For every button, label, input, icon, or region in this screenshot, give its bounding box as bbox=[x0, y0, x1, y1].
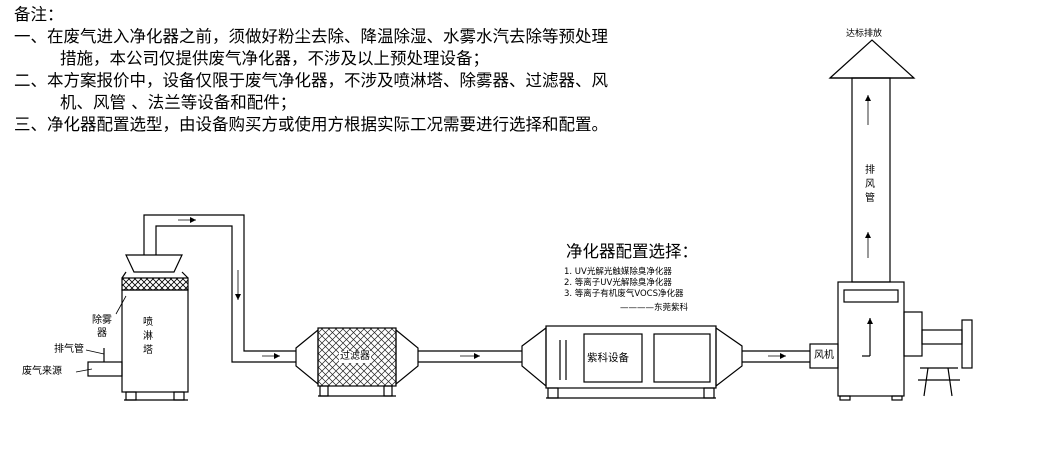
label-filter: 过滤器 bbox=[339, 351, 371, 363]
label-purifier: 紫科设备 bbox=[587, 352, 629, 364]
note-3-text-1: 净化器配置选型，由设备购买方或使用方根据实际工况需要进行选择和配置。 bbox=[47, 115, 608, 134]
pipe-filter-purifier bbox=[418, 350, 522, 363]
pipe-purifier-fan bbox=[742, 350, 810, 363]
exhaust-chimney bbox=[828, 39, 916, 283]
label-spray-tower: 喷淋塔 bbox=[143, 317, 153, 356]
note-1-line-1: 一、在废气进入净化器之前，须做好粉尘去除、降温除湿、水雾水汽去除等预处理 bbox=[14, 26, 608, 48]
note-1-text-1: 在废气进入净化器之前，须做好粉尘去除、降温除湿、水雾水汽去除等预处理 bbox=[47, 27, 608, 46]
note-2-line-1: 二、本方案报价中，设备仅限于废气净化器，不涉及喷淋塔、除雾器、过滤器、风 bbox=[14, 70, 608, 92]
purifier-unit bbox=[521, 325, 743, 399]
config-signature: ————东莞紫科 bbox=[620, 303, 689, 313]
label-emission: 达标排放 bbox=[846, 29, 883, 39]
config-option-2: 2. 等离子UV光解除臭净化器 bbox=[564, 278, 672, 288]
note-2-line-2: 机、风管 、法兰等设备和配件； bbox=[60, 93, 297, 112]
fan-unit bbox=[809, 281, 973, 401]
label-exhaust-pipe: 排气管 bbox=[54, 344, 84, 355]
notes-heading: 备注： bbox=[14, 5, 64, 24]
note-1-marker: 一、 bbox=[14, 27, 47, 46]
config-title: 净化器配置选择： bbox=[566, 242, 698, 261]
note-3-line-1: 三、净化器配置选型，由设备购买方或使用方根据实际工况需要进行选择和配置。 bbox=[14, 114, 608, 136]
notes-block: 备注： 一、在废气进入净化器之前，须做好粉尘去除、降温除湿、水雾水汽去除等预处理… bbox=[14, 4, 608, 136]
note-1-line-2: 措施，本公司仅提供废气净化器，不涉及以上预处理设备； bbox=[60, 49, 489, 68]
note-2-text-1: 本方案报价中，设备仅限于废气净化器，不涉及喷淋塔、除雾器、过滤器、风 bbox=[47, 71, 608, 90]
note-3-marker: 三、 bbox=[14, 115, 47, 134]
spray-tower bbox=[121, 254, 189, 401]
label-demister: 除雾器 bbox=[92, 315, 112, 339]
inlet-pipe bbox=[87, 348, 123, 377]
label-fan: 风机 bbox=[814, 350, 834, 361]
config-options: 1. UV光解光触媒除臭净化器 2. 等离子UV光解除臭净化器 3. 等离子有机… bbox=[564, 267, 684, 300]
leader-lines bbox=[75, 295, 127, 373]
flow-arrows bbox=[190, 95, 873, 359]
label-waste-source: 废气来源 bbox=[22, 366, 62, 377]
note-2-marker: 二、 bbox=[14, 71, 47, 90]
label-exhaust-duct: 排风管 bbox=[865, 165, 875, 204]
config-option-3: 3. 等离子有机废气VOCS净化器 bbox=[564, 289, 684, 299]
config-option-1: 1. UV光解光触媒除臭净化器 bbox=[564, 267, 672, 277]
